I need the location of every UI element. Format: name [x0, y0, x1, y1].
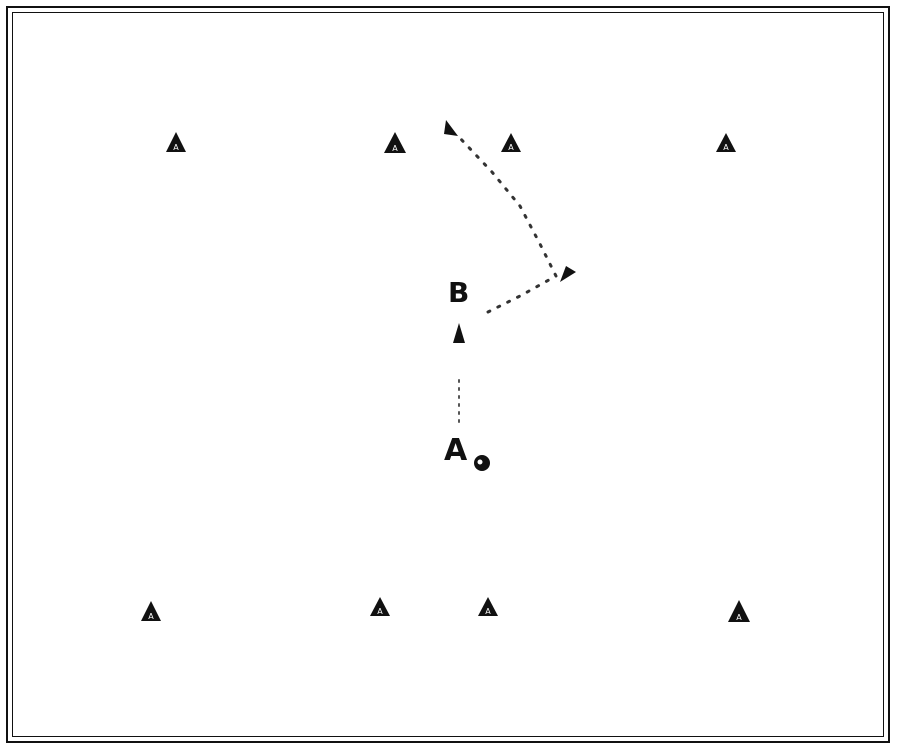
- cone-marker: A: [478, 597, 498, 616]
- cone-marker: A: [370, 597, 390, 616]
- point-label-b: B: [448, 276, 469, 309]
- svg-text:A: A: [148, 612, 154, 621]
- point-label-a: A: [444, 433, 468, 468]
- arrowhead-icon: [444, 120, 458, 136]
- cone-marker: A: [166, 132, 186, 152]
- svg-text:A: A: [377, 607, 383, 616]
- cone-marker: A: [384, 132, 406, 153]
- movement-path: [456, 134, 558, 423]
- svg-text:A: A: [736, 613, 742, 622]
- svg-text:A: A: [508, 143, 514, 152]
- svg-text:A: A: [173, 143, 179, 152]
- inner-frame: [12, 12, 884, 737]
- cone-marker: A: [501, 133, 521, 152]
- arrowhead-icon: [453, 323, 465, 343]
- cone-marker: A: [728, 600, 750, 622]
- svg-text:A: A: [485, 607, 491, 616]
- cone-marker: A: [141, 601, 161, 621]
- svg-text:A: A: [392, 144, 398, 153]
- arrowhead-icon: [560, 266, 576, 282]
- cone-marker: A: [716, 133, 736, 152]
- outer-frame: [6, 6, 890, 743]
- svg-text:A: A: [723, 143, 729, 152]
- ball-icon: [474, 455, 490, 471]
